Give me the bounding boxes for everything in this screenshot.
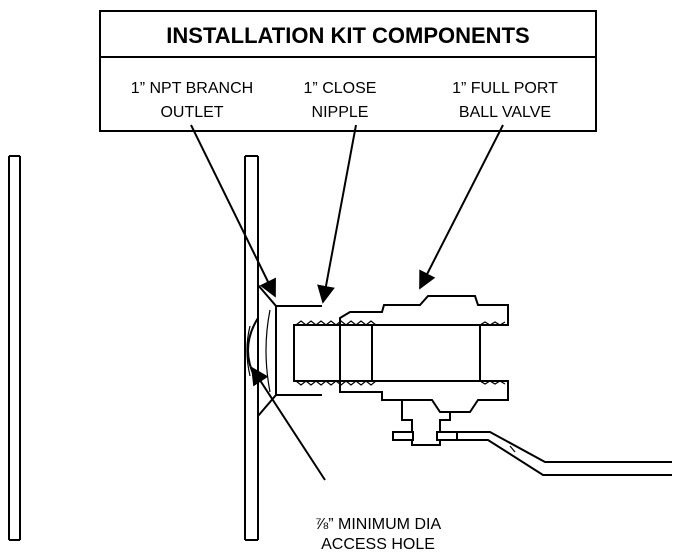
ball-valve-label-line1: 1” FULL PORT	[452, 80, 558, 97]
leader-lines	[190, 124, 504, 481]
branch-outlet-label-line1: 1” NPT BRANCH	[131, 80, 253, 97]
ball-valve	[339, 295, 672, 476]
close-nipple	[293, 320, 377, 386]
close-nipple-label-line2: NIPPLE	[312, 104, 369, 121]
access-hole-leader	[251, 366, 326, 481]
components-title: INSTALLATION KIT COMPONENTS	[166, 23, 529, 48]
branch-outlet-leader	[190, 124, 276, 298]
components-box-frame	[99, 10, 597, 132]
ball-valve-leader	[419, 124, 504, 290]
main-pipe	[8, 155, 259, 541]
ball-valve-label-line2: BALL VALVE	[459, 104, 551, 121]
close-nipple-label-line1: 1” CLOSE	[304, 80, 377, 97]
branch-outlet-label-line2: OUTLET	[160, 104, 223, 121]
access-hole-label-line1: ⅞” MINIMUM DIA	[315, 516, 442, 533]
access-hole-label-line2: ACCESS HOLE	[321, 536, 435, 552]
close-nipple-leader	[317, 124, 357, 304]
components-box: INSTALLATION KIT COMPONENTS 1” NPT BRANC…	[99, 10, 597, 132]
